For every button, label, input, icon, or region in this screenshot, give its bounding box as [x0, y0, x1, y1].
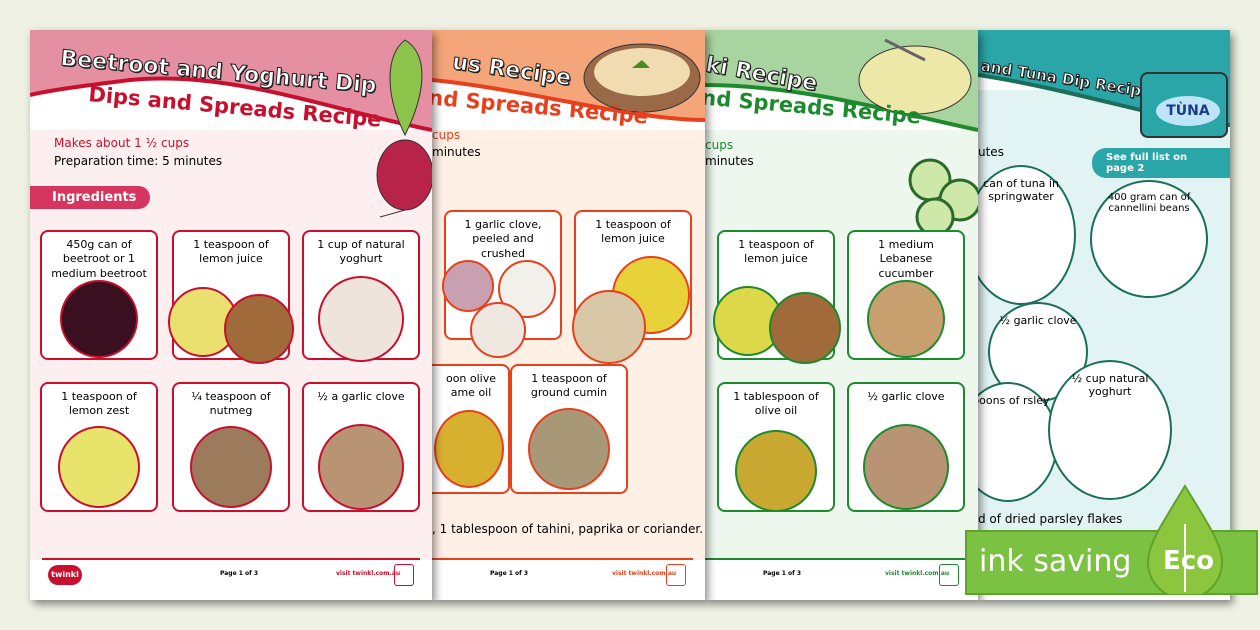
tuna-can-illustration: TÙNA: [1140, 72, 1228, 138]
yield-text: Makes about 1 ½ cups: [54, 136, 190, 150]
yield-text: cups: [432, 128, 461, 142]
ingredient-card: 1 teaspoon of lemon zest: [40, 382, 158, 512]
footer-divider: [432, 558, 693, 560]
spoon-photo: [224, 294, 294, 364]
footer-divider: [42, 558, 420, 560]
ingredient-round: 400 gram can of cannellini beans: [1090, 180, 1208, 298]
ink-saving-label: ink saving: [979, 544, 1132, 579]
twinkl-logo: twinkl: [48, 565, 82, 585]
quality-badge-icon: [939, 564, 959, 586]
recipe-page-hummus: us Recipe nd Spreads Recipe cups minutes…: [432, 30, 705, 600]
recipe-page-tuna: and Tuna Dip Recipe TÙNA utes See full l…: [978, 30, 1230, 600]
recipe-page-tzatziki: ki Recipe nd Spreads Recipe cups minutes…: [705, 30, 978, 600]
cucumber-slices-illustration: [908, 158, 978, 235]
yoghurt-photo: [318, 276, 404, 362]
ingredient-card: 1 teaspoon of ground cumin: [510, 364, 628, 494]
prep-time: minutes: [705, 154, 754, 168]
optional-note: , 1 tablespoon of tahini, paprika or cor…: [432, 522, 704, 536]
tzatziki-bowl-illustration: [858, 38, 972, 115]
see-full-list-button[interactable]: See full list on page 2: [1092, 148, 1230, 178]
quality-badge-icon: [394, 564, 414, 586]
lemon-zest-photo: [58, 426, 140, 508]
page-number: Page 1 of 3: [490, 570, 528, 577]
garlic-photo: [318, 424, 404, 510]
prep-time: Preparation time: 5 minutes: [54, 154, 223, 168]
page-number: Page 1 of 3: [220, 570, 258, 577]
eco-label: Eco: [1163, 546, 1215, 576]
ingredient-card: 1 medium Lebanese cucumber: [847, 230, 965, 360]
prep-time: minutes: [432, 145, 481, 159]
recipe-page-beetroot: Beetroot and Yoghurt Dip Dips and Spread…: [30, 30, 432, 600]
header-banner: [30, 30, 432, 132]
hummus-bowl-illustration: [583, 43, 701, 113]
ingredient-card: 1 tablespoon of olive oil: [717, 382, 835, 512]
ingredient-card: 1 garlic clove, peeled and crushed: [442, 210, 562, 358]
ingredient-card: 1 cup of natural yoghurt: [302, 230, 420, 362]
ingredient-card: 1 teaspoon of lemon juice: [168, 230, 294, 364]
ingredient-card: ½ garlic clove: [847, 382, 965, 512]
nutmeg-photo: [190, 426, 272, 508]
beetroot-photo: [60, 280, 138, 358]
website-link[interactable]: visit twinkl.com.au: [885, 570, 950, 577]
website-link[interactable]: visit twinkl.com.au: [612, 570, 677, 577]
ingredient-card: oon olive ame oil: [432, 364, 510, 494]
quality-badge-icon: [666, 564, 686, 586]
page-number: Page 1 of 3: [763, 570, 801, 577]
beetroot-illustration: [376, 39, 432, 218]
tuna-can-label: TÙNA: [1156, 96, 1220, 126]
ingredient-card: 450g can of beetroot or 1 medium beetroo…: [40, 230, 158, 360]
ingredients-heading: Ingredients: [30, 186, 151, 209]
ink-saving-eco-banner: ink saving Eco: [965, 484, 1258, 595]
optional-note: d of dried parsley flakes: [978, 512, 1123, 526]
ingredient-card: ½ a garlic clove: [302, 382, 420, 512]
ingredient-card: ¼ teaspoon of nutmeg: [172, 382, 290, 512]
ingredient-round: can of tuna in springwater: [978, 165, 1076, 305]
footer-divider: [705, 558, 966, 560]
yield-text: cups: [705, 138, 734, 152]
eco-leaf-drop-icon: [1146, 484, 1224, 594]
ingredient-round: ½ cup natural yoghurt: [1048, 360, 1172, 500]
ingredient-card: 1 teaspoon of lemon juice: [572, 210, 692, 364]
ingredient-card: 1 teaspoon of lemon juice: [713, 230, 841, 364]
prep-time: utes: [978, 145, 1004, 159]
website-link[interactable]: visit twinkl.com.au: [336, 570, 401, 577]
